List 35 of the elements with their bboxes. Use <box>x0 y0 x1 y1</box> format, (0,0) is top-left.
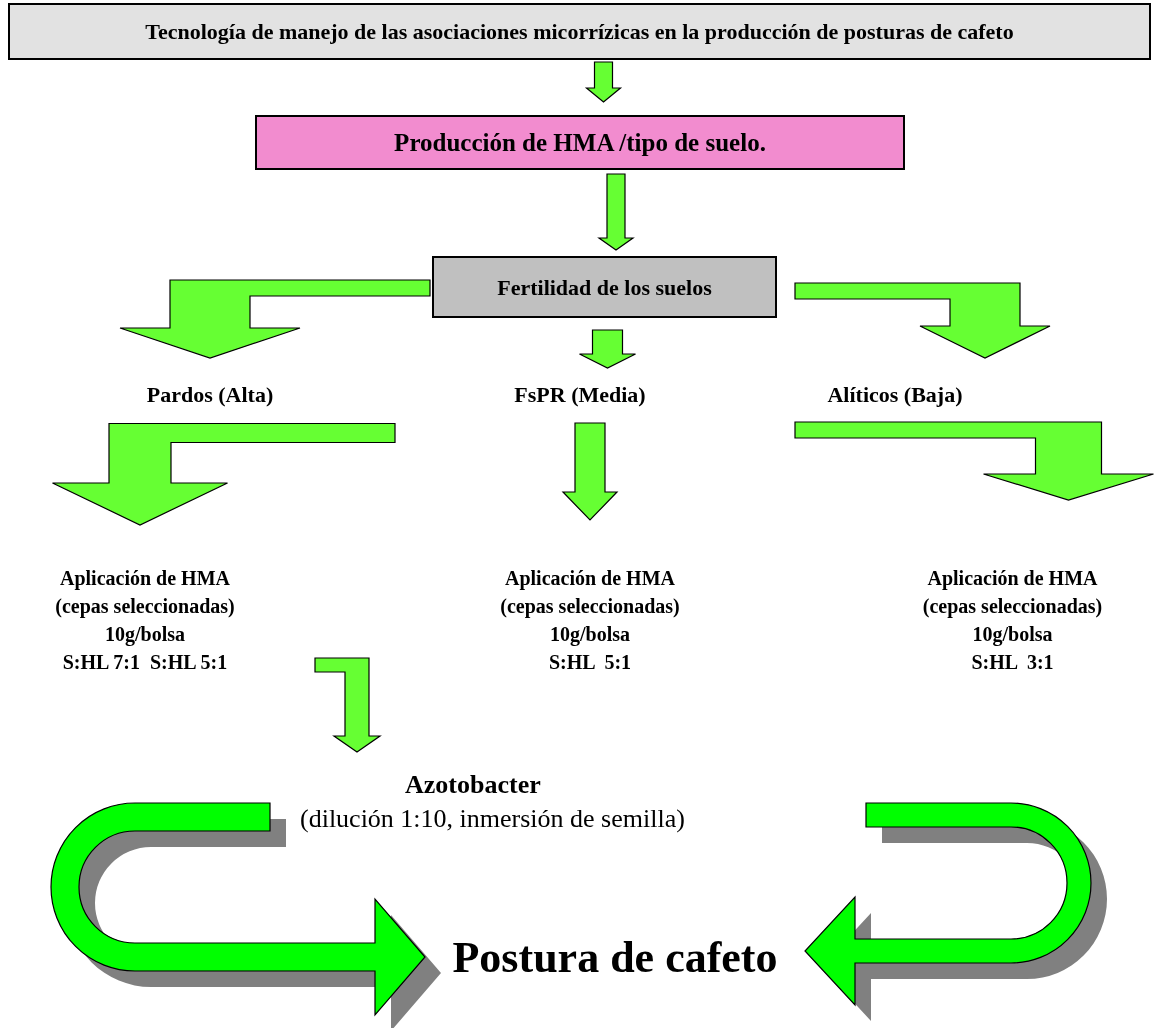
node-text: S:HL 5:1 <box>548 650 632 675</box>
block-arrow <box>119 279 431 359</box>
node-text: (cepas seleccionadas) <box>54 594 236 620</box>
node-text: (cepas seleccionadas) <box>500 594 680 620</box>
node-text: (dilución 1:10, inmersión de semilla) <box>299 803 686 835</box>
block-arrow <box>561 422 619 521</box>
node-text: Aplicación de HMA <box>505 566 675 592</box>
node-text: 10g/bolsa <box>972 622 1053 648</box>
curved-block-arrow <box>804 802 1092 1006</box>
node-text: FsPR (Media) <box>514 380 646 409</box>
node-text: S:HL 7:1 S:HL 5:1 <box>61 650 229 675</box>
block-arrow <box>51 422 396 526</box>
node-text: 10g/bolsa <box>104 622 186 648</box>
box-text: Producción de HMA /tipo de suelo. <box>394 127 766 158</box>
node-text: Aplicación de HMA <box>927 566 1098 592</box>
node-text: 10g/bolsa <box>550 622 630 648</box>
block-arrow <box>597 173 635 251</box>
box-text: Tecnología de manejo de las asociaciones micorrízicas en la producción de posturas de cafeto <box>145 18 1014 45</box>
title-box <box>8 3 1151 60</box>
node-text: Postura de cafeto <box>452 931 778 984</box>
process-box <box>432 256 777 318</box>
node-text: Alíticos (Baja) <box>827 380 963 409</box>
node-text: (cepas seleccionadas) <box>922 594 1103 620</box>
process-box <box>255 115 905 170</box>
node-text: Pardos (Alta) <box>146 380 274 409</box>
box-text: Fertilidad de los suelos <box>497 273 712 302</box>
block-arrow <box>794 421 1155 501</box>
node-text: S:HL 3:1 <box>971 650 1054 675</box>
block-arrow <box>794 282 1051 359</box>
block-arrow <box>584 61 623 103</box>
block-arrow <box>314 657 382 753</box>
block-arrow <box>578 329 637 369</box>
curved-block-arrow <box>50 802 426 1016</box>
node-text: Azotobacter <box>404 769 542 801</box>
node-text: Aplicación de HMA <box>59 566 231 592</box>
